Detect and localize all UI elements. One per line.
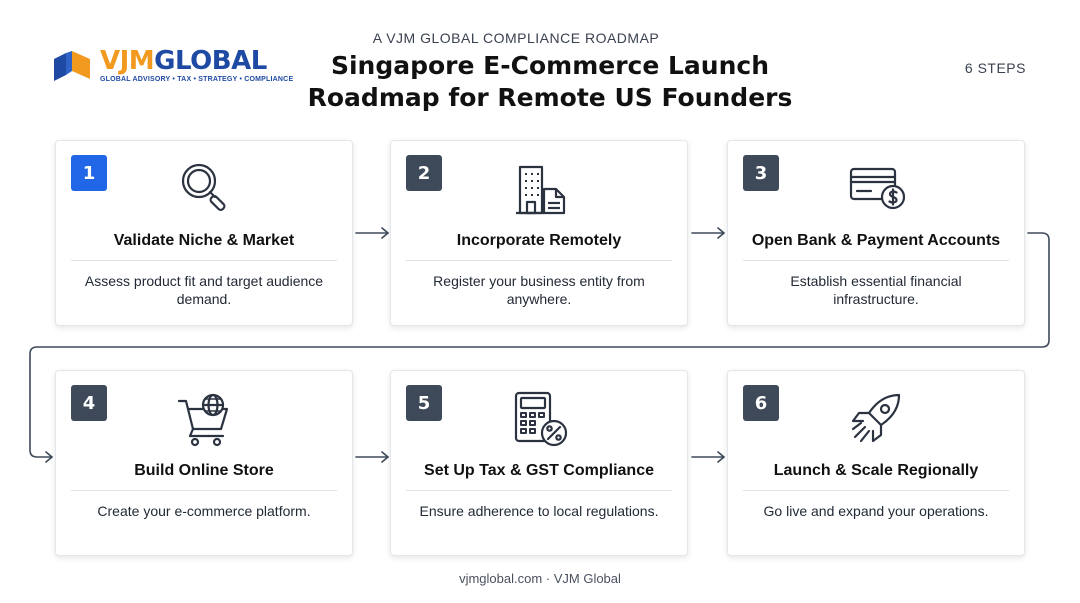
step-title: Incorporate Remotely [456,232,622,249]
brand-tagline: GLOBAL ADVISORY • TAX • STRATEGY • COMPL… [100,76,294,83]
logo-mark-icon [54,50,90,81]
step-description: Assess product fit and target audience d… [84,273,324,307]
divider [406,260,672,261]
step-card-3: 3 Open Bank & Payment Accounts Establish… [727,140,1025,326]
page-title: Singapore E-Commerce Launch Roadmap for … [307,51,793,112]
calculator-percent-icon [514,391,568,447]
arrow-1-2 [355,227,389,239]
divider [71,490,337,491]
rocket-icon [851,393,901,443]
step-card-6: 6 Launch & Scale Regionally Go live and … [727,370,1025,556]
divider [71,260,337,261]
footer-credit: vjmglobal.com · VJM Global [459,571,621,586]
page-kicker: A VJM GLOBAL COMPLIANCE ROADMAP [372,30,660,46]
cart-globe-icon [177,393,229,447]
arrow-2-3 [691,227,725,239]
step-number-badge: 6 [743,385,779,421]
step-title: Build Online Store [134,462,274,479]
arrow-5-6 [691,451,725,463]
step-title: Launch & Scale Regionally [773,462,979,479]
step-description: Register your business entity from anywh… [433,273,645,307]
step-card-4: 4 Build Online Store Create your e-comme… [55,370,353,556]
step-description: Establish essential financial infrastruc… [790,273,962,307]
card-dollar-icon [849,167,906,210]
step-card-2: 2 Incorporate Remotely Register your bus… [390,140,688,326]
brand-name: VJMGLOBAL [100,46,267,76]
divider [743,260,1009,261]
magnifier-icon [181,163,226,211]
divider [743,490,1009,491]
step-number-badge: 4 [71,385,107,421]
divider [406,490,672,491]
step-description: Ensure adherence to local regulations. [419,503,659,519]
step-number-badge: 2 [406,155,442,191]
step-number-badge: 3 [743,155,779,191]
brand-logo: VJMGLOBAL GLOBAL ADVISORY • TAX • STRATE… [52,48,293,83]
step-title: Validate Niche & Market [113,232,295,249]
step-description: Go live and expand your operations. [763,503,989,519]
steps-count: 6 STEPS [964,60,1026,76]
step-card-1: 1 Validate Niche & Market Assess product… [55,140,353,326]
step-card-5: 5 Set Up Tax & GST Compliance Ensure adh… [390,370,688,556]
arrow-4-5 [355,451,389,463]
step-title: Set Up Tax & GST Compliance [424,462,654,479]
step-number-badge: 1 [71,155,107,191]
step-description: Create your e-commerce platform. [97,503,311,519]
step-title: Open Bank & Payment Accounts [751,232,1001,249]
building-document-icon [516,165,566,215]
step-number-badge: 5 [406,385,442,421]
